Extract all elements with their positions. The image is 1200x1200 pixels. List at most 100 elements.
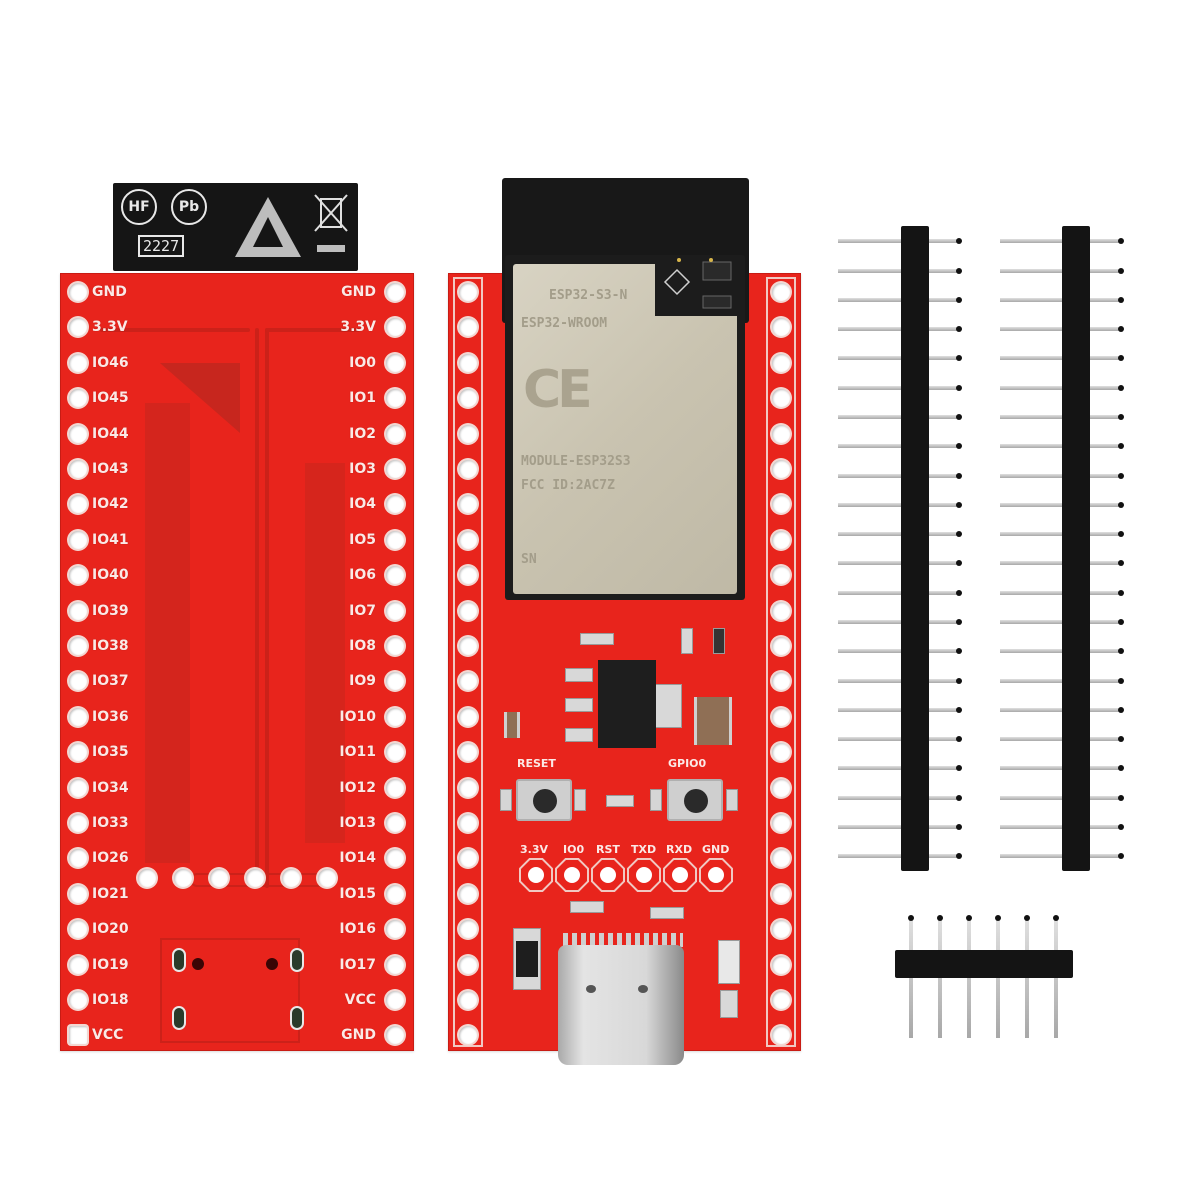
via-hole — [138, 869, 156, 887]
smd-diode — [513, 928, 541, 990]
left-header-outline — [453, 277, 483, 1047]
antenna-feed-icon — [663, 258, 732, 309]
front-pin-holes — [448, 273, 801, 1051]
right-header-outline — [766, 277, 796, 1047]
pin-label: IO26 — [92, 850, 129, 866]
pin-label: IO35 — [92, 744, 129, 760]
alignment-hole — [192, 958, 204, 970]
module-text-line3: MODULE-ESP32S3 — [521, 454, 631, 469]
pin-label: IO36 — [92, 709, 129, 725]
smd-resistor — [720, 990, 738, 1018]
module-text-line2: ESP32-WROOM — [521, 316, 608, 331]
copper-pour — [305, 463, 345, 843]
uart-pin-hole — [564, 867, 580, 883]
reset-button-label: RESET — [517, 757, 556, 770]
pcb-trace — [265, 328, 360, 332]
button-lead — [726, 789, 738, 811]
pin-label: 3.3V — [92, 319, 128, 335]
via-hole — [318, 869, 336, 887]
pin-label: IO45 — [92, 390, 129, 406]
alignment-hole — [266, 958, 278, 970]
uart-pin-hole — [600, 867, 616, 883]
pin-label: IO34 — [92, 780, 129, 796]
module-text-line5: SN — [521, 552, 537, 567]
usb-c-pins — [563, 933, 683, 947]
smd-resistor — [606, 795, 634, 807]
pin-label: IO37 — [92, 673, 129, 689]
uart-label: 3.3V — [520, 843, 548, 856]
gpio0-boot-button[interactable] — [667, 779, 723, 821]
button-lead — [574, 789, 586, 811]
pcb-trace — [265, 328, 269, 888]
pin-label: IO4 — [349, 496, 376, 512]
halogen-free-icon: HF — [121, 189, 157, 225]
regulator-lead — [565, 668, 593, 682]
regulator-lead — [565, 728, 593, 742]
reset-button[interactable] — [516, 779, 572, 821]
via-hole — [174, 869, 192, 887]
button-knob — [533, 789, 557, 813]
pin-header-22-a[interactable] — [838, 226, 964, 876]
usb-footprint-outline — [160, 938, 300, 1043]
pin-label: IO20 — [92, 921, 129, 937]
module-text-line1: ESP32-S3-N — [549, 288, 628, 303]
gpio0-button-label: GPIO0 — [668, 757, 707, 770]
module-text-line4: FCC ID:2AC7Z — [521, 478, 615, 493]
module-rf-shield: ESP32-S3-N ESP32-WROOM CE MODULE-ESP32S3… — [513, 264, 737, 594]
uart-label: GND — [702, 843, 730, 856]
pin-label: IO17 — [339, 957, 376, 973]
uart-label: TXD — [631, 843, 657, 856]
pin-label: VCC — [92, 1027, 124, 1043]
pin-label: IO11 — [339, 744, 376, 760]
pin-label: IO13 — [339, 815, 376, 831]
pin-label: IO5 — [349, 532, 376, 548]
button-lead — [500, 789, 512, 811]
voltage-regulator-chip — [598, 660, 656, 748]
lead-free-icon: Pb — [171, 189, 207, 225]
smd-fuse — [718, 940, 740, 984]
header-plastic-body — [1062, 226, 1090, 871]
smd-resistor — [570, 901, 604, 913]
usb-slot-pad — [290, 1006, 304, 1030]
pin-label: IO33 — [92, 815, 129, 831]
regulator-lead — [565, 698, 593, 712]
pcb-trace — [255, 328, 259, 888]
pin-label: GND — [341, 284, 376, 300]
pin-label: IO9 — [349, 673, 376, 689]
uart-pin-hole — [672, 867, 688, 883]
pin-header-6[interactable] — [895, 910, 1075, 1040]
usb-c-connector[interactable] — [558, 945, 684, 1065]
uart-label: RXD — [666, 843, 693, 856]
pin-label: IO7 — [349, 603, 376, 619]
pin-label: IO40 — [92, 567, 129, 583]
pin-label: IO1 — [349, 390, 376, 406]
pin-label: IO12 — [339, 780, 376, 796]
button-knob — [684, 789, 708, 813]
pcb-trace — [100, 328, 250, 332]
via-hole — [246, 869, 264, 887]
uart-label: IO0 — [563, 843, 585, 856]
usb-slot-pad — [172, 948, 186, 972]
pin-label: IO21 — [92, 886, 129, 902]
smd-resistor — [580, 633, 614, 645]
pin-label: IO0 — [349, 355, 376, 371]
uart-pin-hole — [708, 867, 724, 883]
tantalum-capacitor — [694, 697, 732, 745]
header-plastic-body — [895, 950, 1073, 978]
copper-pour — [145, 403, 190, 863]
pin-label: GND — [92, 284, 127, 300]
smd-resistor — [650, 907, 684, 919]
pin-label: IO41 — [92, 532, 129, 548]
button-lead — [650, 789, 662, 811]
smd-capacitor — [504, 712, 520, 738]
uart-label: RST — [596, 843, 620, 856]
usb-slot-pad — [172, 1006, 186, 1030]
weee-recycle-bin-icon — [314, 194, 348, 252]
via-hole — [210, 869, 228, 887]
pin-label: IO8 — [349, 638, 376, 654]
via-hole — [282, 869, 300, 887]
pin-label: IO10 — [339, 709, 376, 725]
pcb-back-side: GND 3.3V IO46 IO45 IO44 IO43 IO42 IO41 I… — [60, 273, 414, 1051]
pin-header-22-b[interactable] — [1000, 226, 1126, 876]
date-code: 2227 — [138, 235, 185, 257]
